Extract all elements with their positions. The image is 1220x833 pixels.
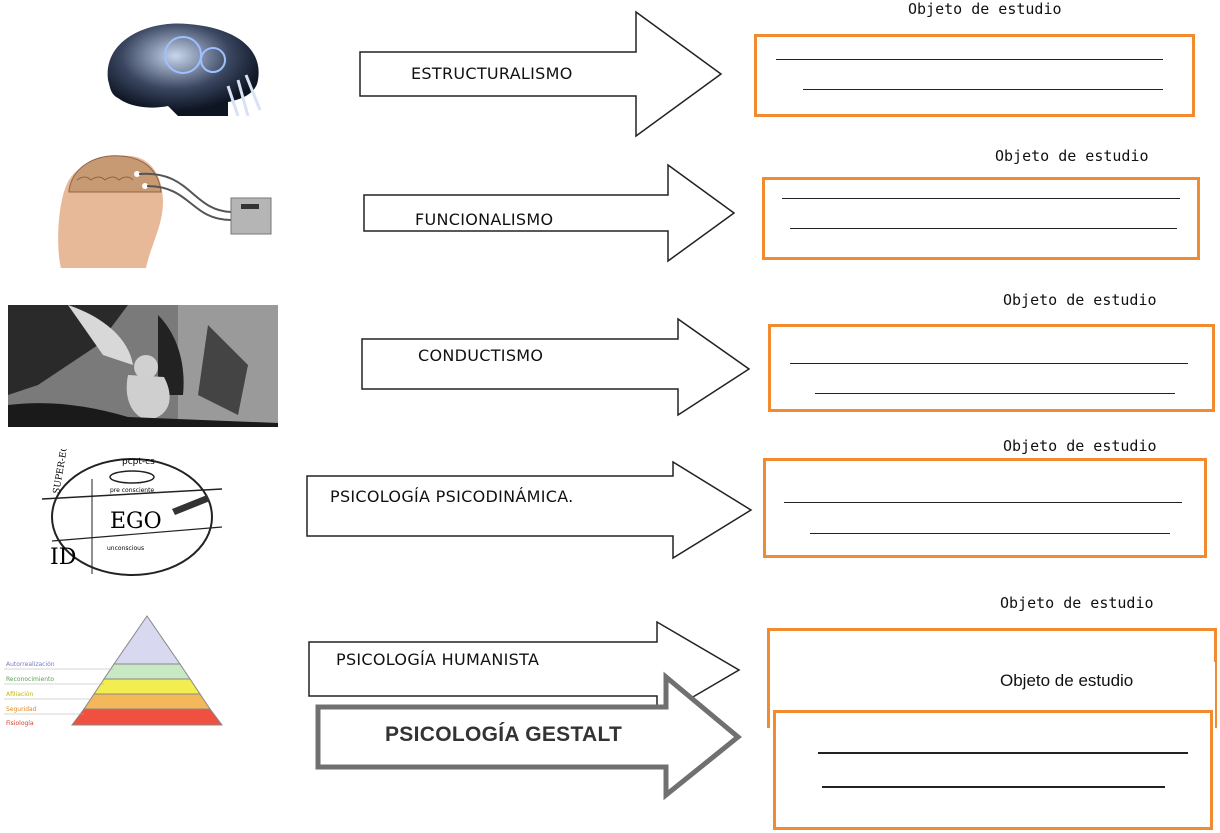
diagram-label-pre: pre consciente (110, 487, 155, 494)
diagram-label-ego: EGO (110, 509, 162, 534)
answer-line (790, 363, 1188, 364)
pyramid-level-label: Autorrealización (6, 661, 55, 668)
arrow-gestalt (315, 671, 742, 801)
answer-line (810, 533, 1170, 534)
term-label: PSICOLOGÍA HUMANISTA (336, 650, 540, 669)
term-label: CONDUCTISMO (418, 346, 544, 365)
answer-line (782, 198, 1180, 199)
id-ego-diagram: pcpt-cs pre consciente EGO ID SUPER-EGO … (32, 449, 232, 579)
objeto-estudio-label: Objeto de estudio (1000, 594, 1154, 612)
maslow-pyramid-icon (4, 615, 223, 726)
diagram-label-uncon: unconscious (107, 545, 145, 552)
skull-xray-icon (88, 20, 284, 116)
skull-xray-image (88, 20, 284, 116)
arrow-funcionalismo (363, 163, 736, 263)
brain-electrodes-icon (58, 155, 272, 268)
objeto-estudio-label: Objeto de estudio (1003, 291, 1157, 309)
pyramid-level-label: Afiliación (6, 691, 34, 698)
diagram-label-id: ID (50, 545, 77, 570)
objeto-estudio-label: Objeto de estudio (908, 0, 1062, 18)
answer-box[interactable] (768, 324, 1215, 412)
answer-line (803, 89, 1163, 90)
answer-line (784, 502, 1182, 503)
pyramid-level-label: Reconocimiento (6, 676, 55, 683)
baby-experiment-photo-icon (8, 305, 278, 427)
answer-box[interactable] (763, 458, 1207, 558)
id-ego-superego-diagram-icon (41, 458, 223, 576)
answer-box[interactable] (762, 177, 1200, 260)
answer-box[interactable] (773, 710, 1213, 830)
arrow-conductismo (361, 317, 751, 417)
arrow-estructuralismo (359, 10, 723, 138)
objeto-estudio-label: Objeto de estudio (1003, 437, 1157, 455)
answer-box[interactable] (754, 34, 1195, 117)
pyramid-level-label: Seguridad (6, 706, 37, 713)
answer-line (815, 393, 1175, 394)
term-label: ESTRUCTURALISMO (411, 64, 573, 83)
term-label: FUNCIONALISMO (415, 210, 554, 229)
term-label: PSICOLOGÍA GESTALT (385, 723, 623, 746)
brain-electrodes-image (51, 150, 279, 268)
objeto-estudio-label: Objeto de estudio (995, 147, 1149, 165)
answer-line (822, 786, 1165, 788)
answer-line (818, 752, 1188, 754)
maslow-pyramid-image: Autorrealización Reconocimiento Afiliaci… (4, 612, 224, 732)
term-label: PSICOLOGÍA PSICODINÁMICA. (330, 487, 574, 506)
arrow-psicodinamica (306, 460, 753, 560)
arrow-humanista (308, 620, 741, 720)
pyramid-level-label: Fisiología (6, 720, 34, 727)
diagram-label-top: pcpt-cs (122, 457, 155, 467)
answer-line (776, 59, 1163, 60)
answer-line (790, 228, 1177, 229)
objeto-estudio-label: Objeto de estudio (1000, 671, 1134, 690)
baby-experiment-photo (8, 305, 278, 427)
